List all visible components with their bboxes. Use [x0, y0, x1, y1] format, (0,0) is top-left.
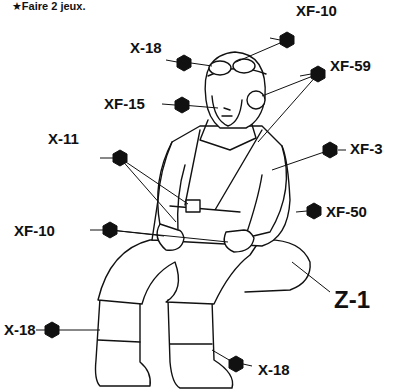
paint-code: XF-10	[14, 223, 55, 238]
paint-code: XF-10	[296, 3, 337, 18]
paint-code: XF-50	[326, 204, 367, 219]
paint-code: X-18	[258, 362, 290, 377]
part-number: Z-1	[334, 288, 370, 312]
paint-code: XF-3	[350, 141, 383, 156]
paint-code: X-18	[130, 40, 162, 55]
paint-code: XF-15	[104, 96, 145, 111]
paint-code: X-11	[48, 131, 79, 146]
note-text: ★Faire 2 jeux.	[12, 1, 85, 12]
paint-code: XF-59	[330, 58, 371, 73]
paint-code: X-18	[4, 322, 36, 337]
